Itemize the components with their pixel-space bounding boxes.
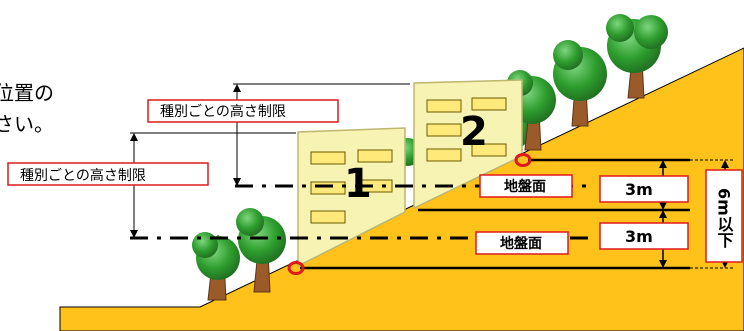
building-1-number: 1 xyxy=(344,161,372,207)
ground-label-upper-text: 地盤面 xyxy=(504,178,546,195)
arrowhead xyxy=(130,230,138,238)
building-1: 1 xyxy=(297,127,406,268)
window xyxy=(310,151,346,165)
window xyxy=(471,143,507,157)
building-2: 2 xyxy=(413,79,523,210)
dimension-label-lower-text: 3m xyxy=(625,227,653,246)
dimension-label-lower: 3m xyxy=(599,222,689,250)
window xyxy=(310,210,346,224)
dimension-label-total: 6m以下 xyxy=(705,169,743,263)
height-limit-label-lower-text: 種別ごとの高さ制限 xyxy=(20,167,146,184)
window xyxy=(426,99,462,113)
dimension-label-total-text: 6m以下 xyxy=(715,188,734,249)
tree-foliage xyxy=(236,208,264,236)
ground-label-lower-text: 地盤面 xyxy=(500,235,542,252)
intro-line-2: さい。 xyxy=(0,112,54,136)
arrowhead xyxy=(721,160,729,168)
window xyxy=(310,181,346,195)
dimension-label-upper-text: 3m xyxy=(625,180,653,199)
window xyxy=(426,148,462,162)
arrowhead xyxy=(659,210,667,218)
arrowhead xyxy=(233,178,241,186)
tree-foliage xyxy=(606,14,634,42)
arrowhead xyxy=(659,202,667,210)
arrowhead xyxy=(233,84,241,92)
tree-foliage xyxy=(192,232,218,258)
ground-label-upper: 地盤面 xyxy=(479,174,573,198)
intro-line-1: 位置の xyxy=(0,81,54,105)
tree-foliage xyxy=(553,40,583,70)
sloped-ground xyxy=(59,47,744,331)
height-limit-label-lower: 種別ごとの高さ制限 xyxy=(7,162,209,186)
arrowhead xyxy=(130,133,138,141)
ground-marker-upper xyxy=(514,153,532,167)
window xyxy=(471,97,507,111)
building-2-number: 2 xyxy=(460,109,488,155)
arrowhead xyxy=(659,260,667,268)
arrowhead xyxy=(659,160,667,168)
tree-foliage xyxy=(634,15,668,49)
ground-marker-lower xyxy=(287,261,305,275)
window xyxy=(426,123,462,137)
ground-label-lower: 地盤面 xyxy=(475,231,569,255)
window xyxy=(357,149,393,163)
height-limit-label-upper-text: 種別ごとの高さ制限 xyxy=(160,103,286,120)
dimension-label-upper: 3m xyxy=(599,175,689,203)
height-limit-label-upper: 種別ごとの高さ制限 xyxy=(147,99,339,123)
